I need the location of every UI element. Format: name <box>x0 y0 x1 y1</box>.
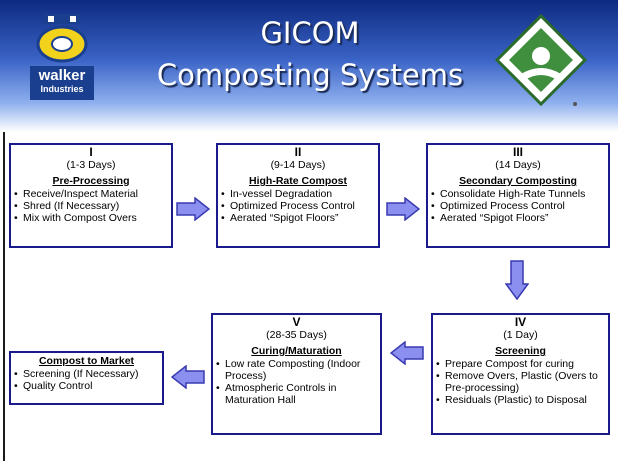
stage-heading: Pre-Processing <box>52 175 130 187</box>
list-item: Aerated “Spigot Floors” <box>221 212 378 224</box>
arrow-right-icon <box>386 197 420 221</box>
stage-duration: (1 Day) <box>503 329 538 341</box>
stage-number: IV <box>514 315 527 329</box>
arrow-left-icon <box>171 365 205 389</box>
stage-heading: Secondary Composting <box>459 175 577 187</box>
arrow-right-icon <box>176 197 210 221</box>
stage-duration: (28-35 Days) <box>266 329 327 341</box>
stage-items: In-vessel Degradation Optimized Process … <box>218 188 378 224</box>
stage-items: Consolidate High-Rate Tunnels Optimized … <box>428 188 608 224</box>
arrow-left-icon <box>390 341 424 365</box>
stage-items: Screening (If Necessary) Quality Control <box>11 368 162 392</box>
stage-3-box: III (14 Days) Secondary Composting Conso… <box>426 143 610 248</box>
stage-2-box: II (9-14 Days) High-Rate Compost In-vess… <box>216 143 380 248</box>
stage-items: Receive/Inspect Material Shred (If Neces… <box>11 188 171 224</box>
stage-4-box: IV (1 Day) Screening Prepare Compost for… <box>431 313 610 435</box>
stage-number: I <box>89 145 93 159</box>
list-item: Low rate Composting (Indoor Process) <box>216 358 380 382</box>
stage-items: Low rate Composting (Indoor Process) Atm… <box>213 358 380 406</box>
stage-heading: Curing/Maturation <box>251 345 342 357</box>
arrow-down-icon <box>505 260 529 300</box>
industries-logo-text: Industries <box>40 84 84 94</box>
left-rule <box>3 132 5 461</box>
stage-items: Prepare Compost for curing Remove Overs,… <box>433 358 608 406</box>
integrated-municipal-services-logo <box>493 12 589 112</box>
list-item: Receive/Inspect Material <box>14 188 171 200</box>
list-item: Optimized Process Control <box>221 200 378 212</box>
title-line-2: Composting Systems <box>156 58 464 92</box>
stage-heading: Compost to Market <box>38 355 135 367</box>
list-item: Aerated “Spigot Floors” <box>431 212 608 224</box>
list-item: Shred (If Necessary) <box>14 200 171 212</box>
market-box: Compost to Market Screening (If Necessar… <box>9 351 164 405</box>
stage-1-box: I (1-3 Days) Pre-Processing Receive/Insp… <box>9 143 173 248</box>
list-item: Mix with Compost Overs <box>14 212 171 224</box>
stage-duration: (1-3 Days) <box>66 159 116 171</box>
stage-heading: High-Rate Compost <box>249 175 347 187</box>
list-item: Residuals (Plastic) to Disposal <box>436 394 608 406</box>
stage-duration: (9-14 Days) <box>270 159 326 171</box>
list-item: In-vessel Degradation <box>221 188 378 200</box>
list-item: Atmospheric Controls in Maturation Hall <box>216 382 380 406</box>
list-item: Consolidate High-Rate Tunnels <box>431 188 608 200</box>
stage-duration: (14 Days) <box>495 159 541 171</box>
list-item: Optimized Process Control <box>431 200 608 212</box>
title-line-1: GICOM <box>260 16 360 50</box>
stage-number: III <box>512 145 523 159</box>
stage-heading: Screening <box>495 345 546 357</box>
list-item: Quality Control <box>14 380 162 392</box>
page-title: GICOM Composting Systems <box>120 12 500 96</box>
stage-number: II <box>294 145 302 159</box>
list-item: Remove Overs, Plastic (Overs to Pre-proc… <box>436 370 608 394</box>
list-item: Screening (If Necessary) <box>14 368 162 380</box>
walker-industries-logo: walker Industries <box>26 14 98 104</box>
stage-5-box: V (28-35 Days) Curing/Maturation Low rat… <box>211 313 382 435</box>
list-item: Prepare Compost for curing <box>436 358 608 370</box>
stage-number: V <box>292 315 301 329</box>
walker-logo-text: walker <box>38 67 86 84</box>
